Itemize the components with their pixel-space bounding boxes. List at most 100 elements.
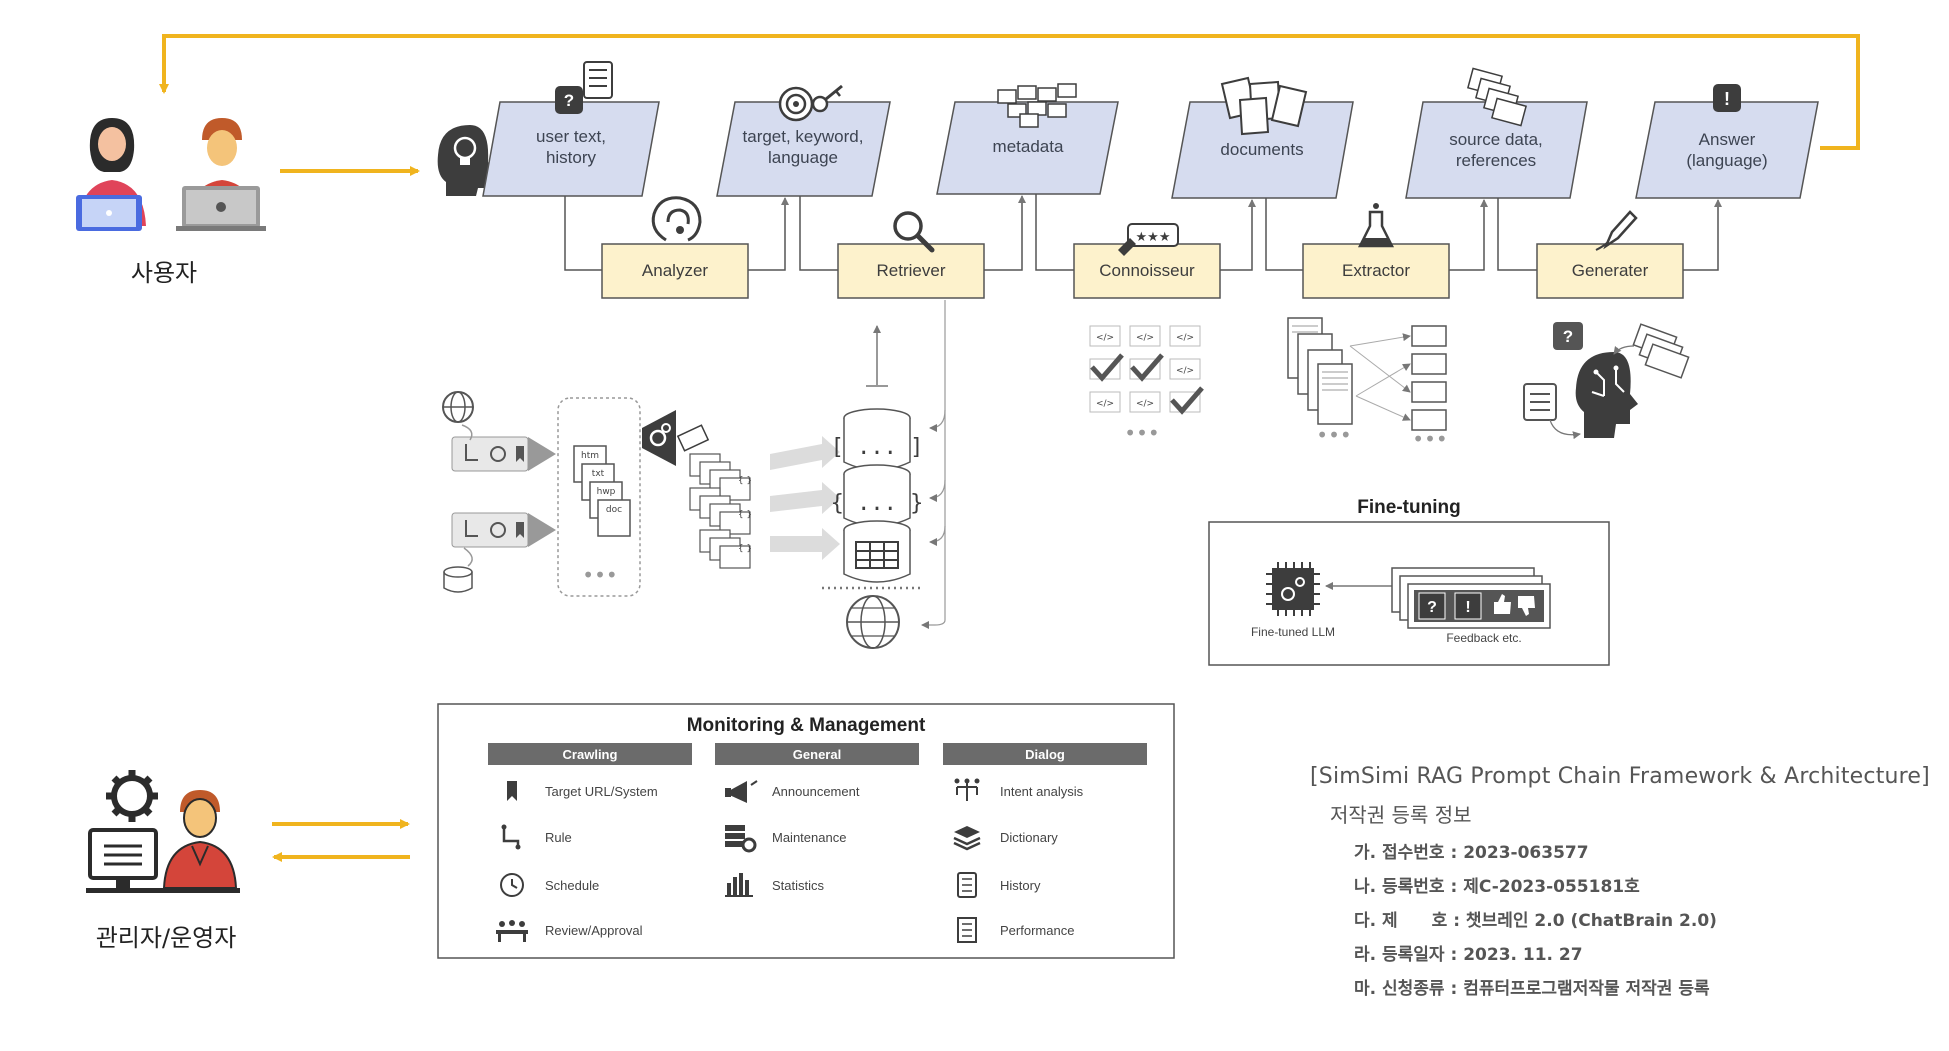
menu-item-label[interactable]: Review/Approval [545,923,643,938]
stage-target: target, keyword, language [716,84,891,197]
route-icon [501,824,521,850]
exclamation-icon: ! [1713,84,1741,112]
menu-item-label[interactable]: Target URL/System [545,784,658,799]
info-title: [SimSimi RAG Prompt Chain Framework & Ar… [1310,764,1930,789]
svg-text:★★★: ★★★ [1136,230,1171,245]
thumbs-up-down-icon [1494,594,1535,616]
scroll-document-icon [1523,383,1557,421]
rating-icon: ★★★ [1118,223,1179,256]
stage-answer: Answer (language) ! [1635,84,1819,199]
processor-gear-icon [642,410,710,466]
menu-item-label[interactable]: Intent analysis [1000,784,1084,799]
megaphone-icon [725,780,758,803]
ear-icon [651,196,702,242]
llm-label: Fine-tuned LLM [1251,625,1335,639]
clock-icon [490,446,506,462]
menu-item-label[interactable]: Performance [1000,923,1074,938]
info-line-registration: 나. 등록번호 : 제C-2023-055181호 [1354,877,1640,897]
stage-label-line1: source data, [1449,130,1543,149]
file-type-label: doc [606,505,622,515]
clock-icon [490,522,506,538]
bookmark-icon [516,522,524,538]
server-gear-icon [725,825,757,853]
info-line-type: 마. 신청종류 : 컴퓨터프로그램저작물 저작권 등록 [1354,979,1710,999]
eval-tile [1169,358,1201,380]
code-symbol: </> [1096,399,1114,409]
json-symbol: { } [738,544,752,554]
user-figure-man-icon [176,118,266,231]
more-items-dots: ••• [1124,421,1159,445]
table-grid-icon [855,541,899,569]
bar-chart-icon [725,873,753,897]
lightbulb-head-icon [437,125,494,196]
check-icon [1130,353,1164,382]
bookmark-icon [516,446,524,462]
stage-label-line2: history [546,148,597,167]
retriever-return-line [921,300,946,629]
question-scroll-icon: ? [555,61,613,114]
stage-label-line1: user text, [536,127,606,146]
db-arrow-1 [929,409,946,432]
svg-text:?: ? [564,91,574,110]
file-stack: htm txt hwp doc [573,445,631,537]
document-stack-icon [1220,76,1308,136]
admin-label: 관리자/운영자 [96,924,237,952]
eval-tile [1089,325,1121,347]
more-files-dots: ••• [582,563,617,587]
menu-item-label[interactable]: Dictionary [1000,830,1058,845]
stage-source-data: source data, references [1405,67,1588,199]
menu-item-label[interactable]: Announcement [772,784,860,799]
code-tiles-icon [997,83,1077,128]
agent-connoisseur: Connoisseur ★★★ [1073,223,1221,299]
agent-generater: Generater [1536,210,1684,299]
more-docs-dots: ••• [1316,423,1351,447]
menu-item-label[interactable]: Schedule [545,878,599,893]
menu-item-label[interactable]: Maintenance [772,830,846,845]
checklist-icon [957,917,977,943]
menu-item-label[interactable]: Statistics [772,878,825,893]
route-icon [465,520,478,537]
database-source-icon [443,566,473,593]
globe-icon [442,391,474,423]
source-link-bottom [463,547,473,567]
info-line-receipt: 가. 접수번호 : 2023-063577 [1354,843,1589,863]
code-symbol: </> [1176,366,1194,376]
svg-text:!: ! [1724,89,1730,109]
desk-line [86,888,240,893]
eval-tile [1169,325,1201,347]
column-header-label: General [793,747,841,762]
info-line-date: 라. 등록일자 : 2023. 11. 27 [1354,945,1583,965]
json-symbol: { } [738,510,752,520]
more-list-dots: ••• [1412,427,1447,451]
feed-arrow [770,482,840,514]
document-stack-icon [1467,67,1527,127]
meeting-icon [496,920,528,942]
stage-label-line2: language [768,148,838,167]
feed-arrow [770,528,840,560]
file-type-label: htm [581,451,599,461]
feedback-label: Feedback etc. [1446,631,1521,645]
stage-metadata: metadata [936,83,1119,195]
eval-tile [1129,325,1161,347]
bookmark-icon [507,781,517,801]
file-type-label: hwp [597,487,616,497]
column-header-crawling [488,743,692,765]
db-arrow-2 [929,479,946,502]
stage-label-line1: Answer [1699,130,1756,149]
feedback-exclamation: ! [1465,599,1470,616]
feedback-cards: ? ! [1391,567,1551,629]
target-keys-icon [778,84,843,122]
db-arrow-3 [929,525,946,546]
finetune-title: Fine-tuning [1357,497,1460,518]
check-icon [1090,353,1124,382]
magnifier-icon [893,211,935,253]
menu-item-label[interactable]: Rule [545,830,572,845]
user-figure-woman-icon [76,118,146,231]
db-object-symbol: { ... } [831,491,924,516]
route-icon [465,444,478,461]
menu-item-label[interactable]: History [1000,878,1041,893]
column-header-general [715,743,919,765]
stage-user-text: user text, history ? [482,61,660,197]
feedback-loop-arrow [159,34,1860,150]
pipeline-connectors [564,194,1722,271]
